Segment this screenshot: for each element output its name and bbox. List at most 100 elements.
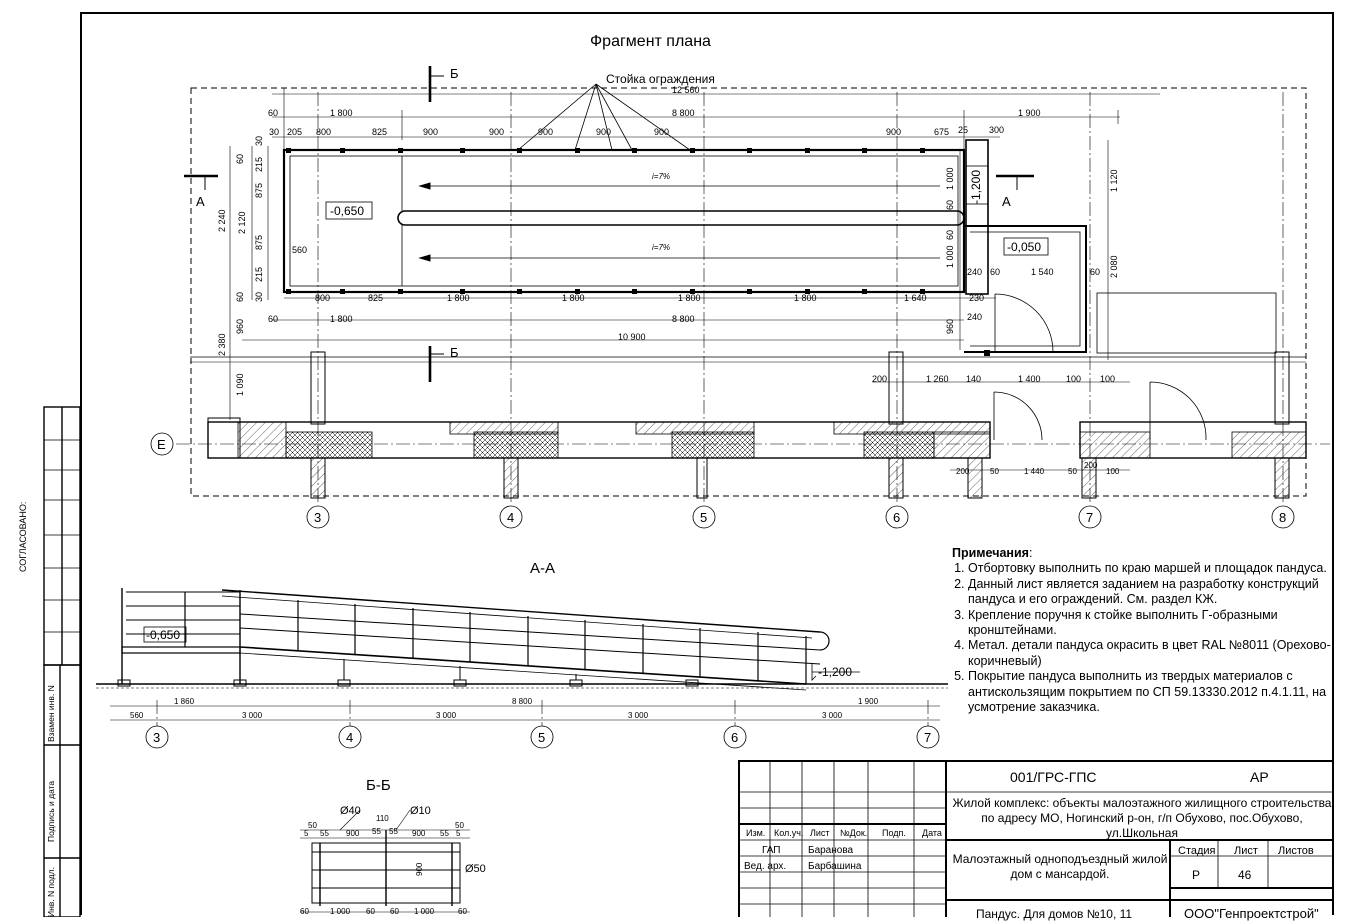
dim: 900 [423, 127, 439, 137]
axis-bubble-e [150, 432, 174, 456]
cut-mark-a-left: А [196, 194, 205, 209]
notes-block: Примечания: Отбортовку выполнить по краю… [952, 546, 1332, 715]
sheet-frame [80, 12, 1334, 915]
dim: 900 [415, 862, 424, 876]
dim: 900 [886, 127, 902, 137]
notes-list: Отбортовку выполнить по краю маршей и пл… [952, 561, 1332, 715]
dim: 8 800 [672, 108, 695, 118]
axis-label: 7 [924, 730, 932, 745]
dim: 800 [315, 293, 331, 303]
axis-label: 5 [700, 510, 708, 525]
axis-label: 4 [346, 730, 354, 745]
dim: 230 [969, 293, 985, 303]
diameter-label: Ø10 [410, 805, 431, 817]
diameter-label: Ø50 [465, 863, 486, 875]
axis-label-e: Е [157, 437, 166, 452]
cut-mark-a-right: А [1002, 194, 1011, 209]
dim: 900 [538, 127, 554, 137]
axis-label: 3 [314, 510, 322, 525]
plan-view [150, 66, 1330, 529]
dim: 900 [654, 127, 670, 137]
dim: 1 800 [562, 293, 585, 303]
dim: 100 [1066, 374, 1082, 384]
dim: 55 [372, 827, 381, 836]
dim: 60 [366, 907, 375, 916]
dim: 60 [945, 229, 955, 240]
column-header: Изм. [746, 828, 766, 838]
note-item: Метал. детали пандуса окрасить в цвет RA… [968, 638, 1332, 669]
title-block: 001/ГРС-ГПС АР Жилой комплекс: объекты м… [738, 760, 1334, 921]
stage-value: Р [1192, 868, 1201, 882]
dim: 1 260 [926, 374, 949, 384]
dim: 55 [440, 829, 449, 838]
dim: 875 [254, 234, 264, 250]
role-label: Вед. арх. [744, 861, 787, 872]
section-aa-elev-end: -1,200 [818, 665, 853, 679]
dim: 60 [990, 267, 1001, 277]
building-title: Малоэтажный одноподъездный жилой дом с м… [952, 852, 1168, 881]
column-header: Кол.уч. [774, 828, 804, 838]
note-item: Отбортовку выполнить по краю маршей и пл… [968, 561, 1332, 576]
side-sign-date-label: Подпись и дата [46, 780, 56, 842]
dim: 60 [390, 907, 399, 916]
dim: 60 [945, 199, 955, 210]
elevation-right: -0,050 [1007, 240, 1042, 254]
dim: 215 [254, 266, 264, 282]
dim: 30 [254, 291, 264, 302]
dim: 3 000 [628, 711, 649, 720]
dim: 50 [990, 467, 999, 476]
dim: 1 440 [1024, 467, 1045, 476]
dim: 1 000 [945, 245, 955, 268]
dim: 1 120 [1109, 169, 1119, 192]
dim: 1 900 [858, 697, 879, 706]
dim: 900 [489, 127, 505, 137]
axis-label: 6 [893, 510, 901, 525]
dim: 3 000 [242, 711, 263, 720]
dim: 5 [304, 829, 309, 838]
dim: 1 800 [678, 293, 701, 303]
elevation-top: -1,200 [969, 169, 983, 204]
dim: 1 800 [447, 293, 470, 303]
dim: 1 090 [235, 373, 245, 396]
side-agreed-label: СОГЛАСОВАНО: [18, 501, 28, 572]
dim: 900 [346, 829, 360, 838]
sheet-value: 46 [1238, 868, 1252, 882]
person-name: Барбашина [808, 861, 862, 872]
axis-label: 7 [1086, 510, 1094, 525]
company-name: ООО"Генпроектстрой" [1184, 906, 1319, 921]
dim: 825 [372, 127, 388, 137]
dim: 60 [300, 907, 309, 916]
column-header: Лист [810, 828, 830, 838]
dim: 960 [945, 318, 955, 334]
dim: 1 400 [1018, 374, 1041, 384]
dim: 200 [1084, 461, 1098, 470]
section-bb-title: Б-Б [366, 777, 391, 794]
dim: 60 [1090, 267, 1101, 277]
dim: 2 120 [237, 211, 247, 234]
dim: 1 000 [945, 167, 955, 190]
dim: 240 [967, 267, 983, 277]
notes-heading: Примечания [952, 546, 1029, 560]
note-item: Данный лист является заданием на разрабо… [968, 577, 1332, 608]
dim-total-bottom: 10 900 [618, 332, 646, 342]
dim: 960 [235, 318, 245, 334]
dim: 60 [235, 153, 245, 164]
dim: 3 000 [822, 711, 843, 720]
railing-post-callout: Стойка ограждения [606, 72, 715, 86]
dim: 205 [287, 127, 303, 137]
doc-code: 001/ГРС-ГПС [1010, 769, 1097, 785]
axis-label: 4 [507, 510, 515, 525]
sheet-label: Лист [1234, 845, 1258, 857]
stage-label: Стадия [1178, 845, 1216, 857]
sheet-title: Пандус. Для домов №10, 11 [976, 907, 1133, 921]
side-stamp [43, 406, 81, 917]
diameter-label: Ø40 [340, 805, 361, 817]
dim: 30 [254, 135, 264, 146]
dim: 2 240 [217, 209, 227, 232]
dim: 8 800 [672, 314, 695, 324]
dim: 1 800 [330, 314, 353, 324]
dim: 800 [316, 127, 332, 137]
column-header: №Док. [840, 828, 868, 838]
title-block-grid [738, 760, 1334, 917]
